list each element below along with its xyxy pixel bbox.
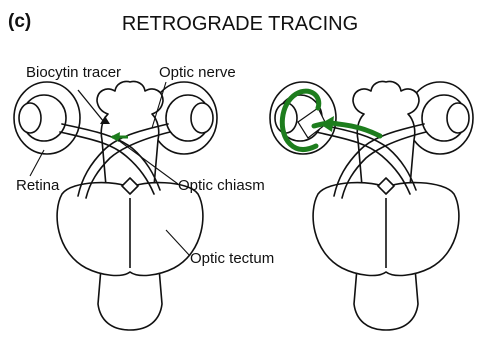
- label-biocytin-tracer: Biocytin tracer: [26, 64, 121, 81]
- label-optic-tectum-text: Optic tectum: [190, 250, 274, 267]
- left-brain-schematic: [14, 81, 217, 330]
- label-optic-chiasm-text: Optic chiasm: [178, 177, 265, 194]
- label-biocytin-text: Biocytin tracer: [26, 64, 121, 81]
- panel-label: (c): [8, 11, 31, 32]
- label-optic-nerve-text: Optic nerve: [159, 64, 236, 81]
- right-brain-schematic: [270, 81, 473, 330]
- label-retina-text: Retina: [16, 177, 60, 194]
- label-retina: Retina: [16, 150, 60, 194]
- figure-title: RETROGRADE TRACING: [122, 13, 358, 35]
